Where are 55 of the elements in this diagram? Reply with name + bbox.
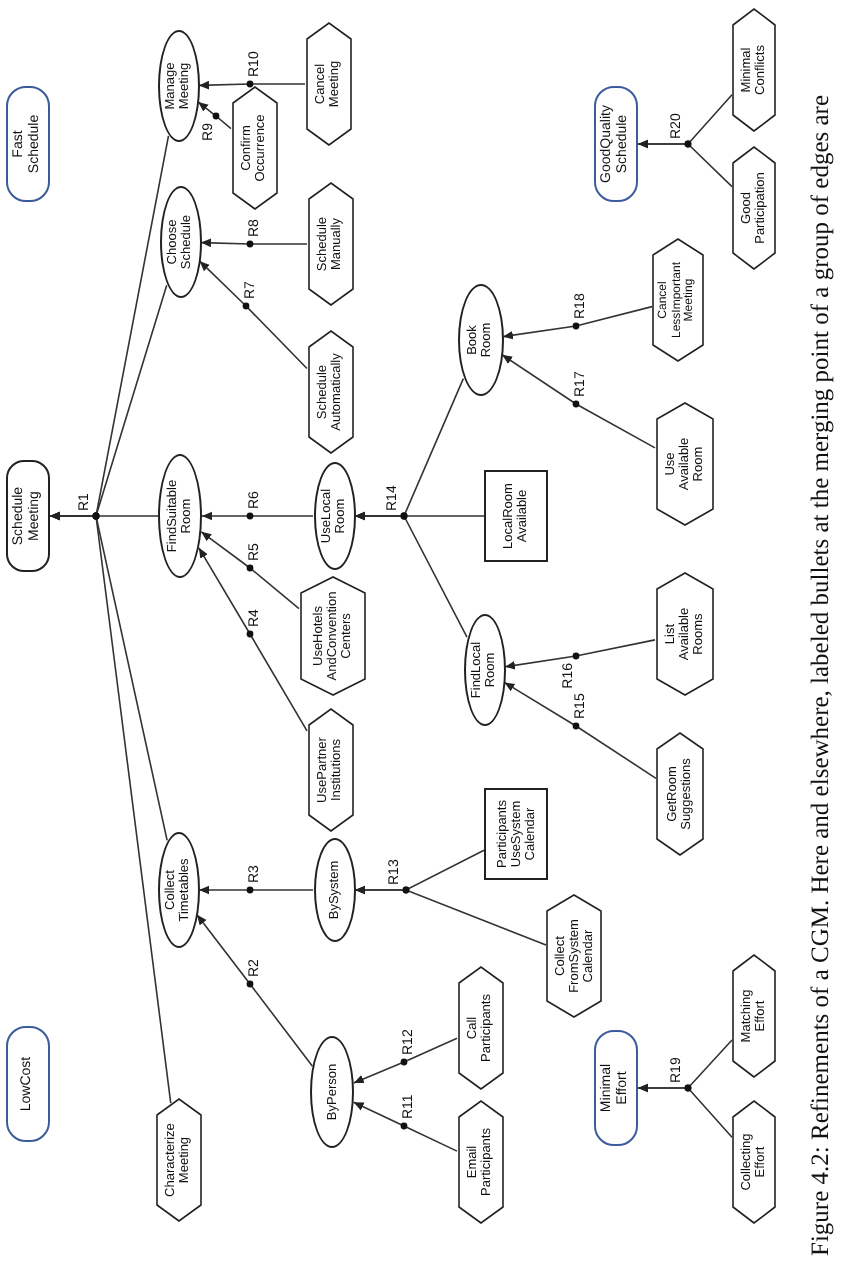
arrow: [49, 135, 170, 521]
task-hexagon: [655, 572, 713, 696]
task-hexagon: [307, 330, 353, 454]
arrow: [198, 547, 308, 732]
arrow: [198, 885, 314, 895]
goal-ellipse: [159, 186, 201, 298]
resource-rectangle: [484, 470, 548, 562]
task-hexagon: [305, 22, 351, 146]
goal-ellipse: [463, 614, 505, 726]
task-hexagon: [546, 894, 602, 1018]
arrow: [197, 101, 232, 130]
arrow: [352, 1101, 458, 1152]
goal-ellipse: [313, 838, 355, 942]
task-hexagon: [732, 146, 776, 270]
softgoal-rounded-box: [5, 1026, 49, 1142]
task-hexagon: [732, 1100, 776, 1224]
arrow: [354, 377, 465, 521]
task-hexagon: [652, 238, 704, 362]
goal-ellipse: [313, 462, 355, 570]
arrow: [200, 531, 300, 610]
task-hexagon: [155, 1098, 201, 1222]
goal-ellipse: [157, 30, 199, 142]
arrow: [201, 511, 314, 521]
task-hexagon: [655, 402, 713, 526]
goal-ellipse: [310, 1036, 354, 1148]
softgoal-rounded-box: [594, 86, 638, 202]
goal-ellipse: [158, 454, 202, 578]
goal-ellipse: [457, 284, 503, 396]
task-hexagon: [656, 732, 704, 856]
arrow: [196, 914, 314, 1068]
arrow: [354, 885, 547, 946]
arrow: [503, 681, 657, 780]
softgoal-rounded-box: [594, 1030, 638, 1146]
figure-caption: Figure 4.2: Refinements of a CGM. Here and elsewhere, labeled bullets at the merging point of a group of edges are: [804, 95, 836, 1256]
goal-ellipse: [157, 832, 199, 948]
task-hexagon: [457, 966, 503, 1090]
arrow: [637, 1039, 733, 1093]
task-hexagon: [732, 8, 776, 132]
arrow: [501, 354, 656, 449]
task-hexagon: [307, 708, 353, 832]
arrow: [504, 639, 656, 670]
task-hexagon: [732, 954, 776, 1078]
arrow: [198, 80, 306, 90]
arrow: [637, 93, 733, 149]
task-hexagon: [307, 182, 353, 306]
softgoal-rounded-box: [6, 86, 50, 202]
task-hexagon: [457, 1100, 503, 1224]
arrow: [502, 305, 653, 340]
task-hexagon: [299, 576, 365, 696]
resource-rectangle: [484, 788, 548, 880]
task-hexagon: [231, 86, 277, 210]
arrow: [200, 238, 308, 248]
goal-rounded-box: [6, 460, 50, 572]
arrow: [352, 1037, 458, 1084]
arrow: [198, 260, 308, 370]
